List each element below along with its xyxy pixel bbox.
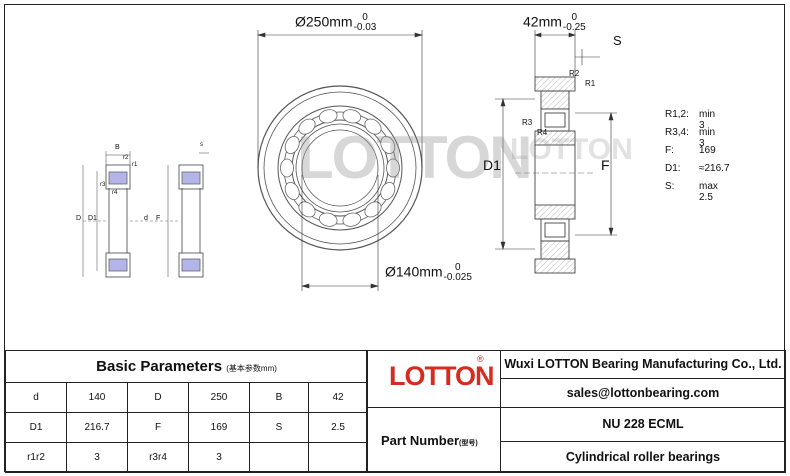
param-value-cell (307, 442, 369, 473)
spec-label: F: (665, 145, 674, 156)
section-view-dimensions (495, 30, 617, 251)
email-cell: sales@lottonbearing.com (500, 378, 786, 408)
small-s-label: s (200, 142, 203, 148)
roller (318, 212, 338, 227)
r4-label: R4 (537, 128, 548, 137)
roller (342, 109, 362, 124)
param-value-cell: 216.7 (66, 412, 128, 443)
small-r2-label: r2 (123, 155, 129, 161)
table-title: Basic Parameters (基本参数mm) (4, 350, 369, 383)
watermark-logo-2: LOTTON (510, 133, 633, 166)
param-label-cell: D (127, 382, 189, 413)
company-cell: Wuxi LOTTON Bearing Manufacturing Co., L… (500, 350, 786, 379)
brand-logo: LOTTON (389, 361, 494, 391)
spec-label: S: (665, 181, 675, 192)
param-label-cell: B (249, 382, 309, 413)
param-label-cell: F (127, 412, 189, 443)
r3-label: R3 (522, 118, 533, 127)
small-r1-label: r1 (132, 162, 138, 168)
small-bore-label: d (144, 215, 148, 222)
part-number-label: Part Number(型号) (381, 433, 478, 448)
roller (284, 136, 300, 154)
param-value-cell: 2.5 (307, 412, 369, 443)
param-label-cell: r3r4 (127, 442, 189, 473)
part-number-value: NU 228 ECML (602, 417, 684, 431)
param-label-cell: S (249, 412, 309, 443)
spec-label: R3,4: (665, 127, 689, 138)
param-label-cell: r1r2 (5, 442, 67, 473)
small-r4-label: r4 (112, 190, 118, 196)
roller (380, 182, 396, 200)
small-section-view-2 (155, 152, 209, 278)
roller (386, 158, 400, 178)
s-label: S (613, 33, 622, 48)
roller (284, 182, 300, 200)
roller (280, 158, 294, 178)
f-label: F (601, 157, 610, 173)
bearing-section-view (515, 76, 595, 274)
param-value-cell: 3 (66, 442, 128, 473)
roller (298, 118, 316, 135)
spec-value: max 2.5 (699, 181, 718, 203)
spec-label: R1,2: (665, 109, 689, 120)
param-label-cell: d (5, 382, 67, 413)
company-email[interactable]: sales@lottonbearing.com (566, 386, 720, 400)
bearing-drawing-svg (82, 30, 617, 291)
company-name: Wuxi LOTTON Bearing Manufacturing Co., L… (504, 357, 782, 371)
param-label-cell (249, 442, 309, 473)
bearing-type-value: Cylindrical roller bearings (565, 450, 721, 464)
spec-label: D1: (665, 163, 681, 174)
r2-label: R2 (569, 69, 580, 78)
small-d1-label: D1 (88, 215, 97, 222)
param-value-cell: 3 (188, 442, 250, 473)
bearing-type-cell: Cylindrical roller bearings (500, 441, 786, 473)
param-value-cell: 42 (307, 382, 369, 413)
roller (342, 212, 362, 227)
small-r3-label: r3 (100, 182, 106, 188)
part-number-cell: NU 228 ECML (500, 407, 786, 442)
spec-value: 169 (699, 145, 716, 156)
roller-set (280, 109, 400, 227)
roller (318, 109, 338, 124)
spec-value: min 3 (699, 127, 716, 149)
param-value-cell: 169 (188, 412, 250, 443)
param-value-cell: 140 (66, 382, 128, 413)
small-b-label: B (115, 144, 120, 151)
small-d-outer-label: D (76, 215, 82, 222)
r1-label: R1 (585, 79, 596, 88)
d1-label: D1 (483, 157, 501, 173)
small-f-label: F (156, 215, 161, 222)
logo-cell: LOTTON ® (366, 350, 501, 408)
spec-value: min 3 (699, 109, 716, 131)
watermark-logo: LOTTON (297, 124, 533, 191)
roller (380, 136, 396, 154)
roller (364, 201, 382, 218)
small-section-view-1 (82, 151, 155, 278)
param-label-cell: D1 (5, 412, 67, 443)
roller (364, 118, 382, 135)
spec-value: ≈216.7 (699, 163, 730, 174)
brand-reg-mark: ® (477, 354, 484, 364)
param-value-cell: 250 (188, 382, 250, 413)
part-number-label-cell: Part Number(型号) (366, 407, 501, 473)
front-view-dimensions (256, 30, 424, 291)
roller (298, 201, 316, 218)
